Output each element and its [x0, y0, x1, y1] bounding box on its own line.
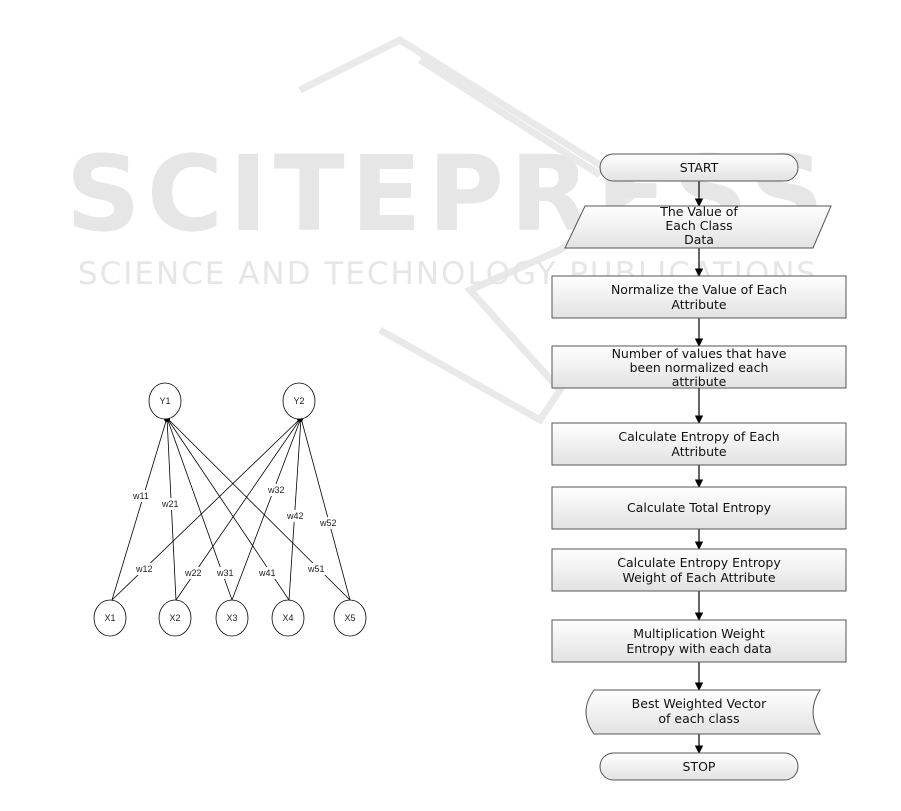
- step6-line2: Weight of Each Attribute: [622, 570, 775, 585]
- step2-line2: Attribute: [671, 297, 727, 312]
- weight-w12: w12: [135, 564, 153, 574]
- node-x4: [271, 599, 305, 637]
- edge-x1-y1: [111, 417, 168, 601]
- step1-line1: The Value of: [659, 204, 738, 219]
- step6-process: [551, 548, 847, 592]
- step4-process: [551, 422, 847, 466]
- step1-line2: Each Class: [665, 218, 732, 233]
- node-label-x2: X2: [169, 613, 180, 623]
- weight-w42: w42: [286, 511, 304, 521]
- weight-w22: w22: [184, 568, 202, 578]
- step2-process: [551, 275, 847, 319]
- step3-process: [551, 345, 847, 389]
- step3-line1: Number of values that have: [612, 346, 787, 361]
- node-label-y1: Y1: [159, 396, 170, 406]
- node-y1: [148, 382, 182, 420]
- node-label-x1: X1: [104, 613, 115, 623]
- node-x3: [215, 599, 249, 637]
- watermark-logo: [298, 35, 647, 425]
- node-label-x3: X3: [226, 613, 237, 623]
- step8-line1: Best Weighted Vector: [632, 696, 767, 711]
- step5-line1: Calculate Total Entropy: [627, 500, 772, 515]
- start-label: START: [680, 160, 719, 175]
- step4-line1: Calculate Entropy of Each: [618, 429, 779, 444]
- edge-x5-y2: [300, 417, 351, 601]
- step7-process: [551, 619, 847, 663]
- weight-w51: w51: [307, 564, 325, 574]
- step3-line3: attribute: [672, 374, 727, 389]
- weight-w11: w11: [132, 491, 149, 501]
- step6-line1: Calculate Entropy Entropy: [617, 555, 781, 570]
- start-terminal: [599, 153, 799, 182]
- node-label-x4: X4: [282, 613, 293, 623]
- step3-line2: been normalized each: [630, 360, 769, 375]
- stop-terminal: [599, 752, 799, 781]
- node-x1: [93, 599, 127, 637]
- weight-w21: w21: [161, 499, 179, 509]
- node-label-x5: X5: [344, 613, 355, 623]
- weight-w32: w32: [267, 485, 285, 495]
- step7-line1: Multiplication Weight: [633, 626, 765, 641]
- weight-w52: w52: [319, 518, 337, 528]
- edge-x4-y2: [288, 417, 302, 601]
- step4-line2: Attribute: [671, 444, 727, 459]
- step8-line2: of each class: [658, 711, 739, 726]
- node-y2: [282, 382, 316, 420]
- step1-data-input: [564, 205, 832, 249]
- stop-label: STOP: [683, 759, 716, 774]
- weight-w41: w41: [258, 568, 276, 578]
- step2-line1: Normalize the Value of Each: [611, 282, 787, 297]
- weight-w31: w31: [216, 568, 234, 578]
- step5-process: [551, 486, 847, 530]
- node-x2: [158, 599, 192, 637]
- step1-line3: Data: [684, 232, 714, 247]
- node-x5: [333, 599, 367, 637]
- edge-x3-y2: [231, 417, 302, 601]
- node-label-y2: Y2: [293, 396, 304, 406]
- step8-output: [585, 689, 821, 735]
- step7-line2: Entropy with each data: [626, 641, 771, 656]
